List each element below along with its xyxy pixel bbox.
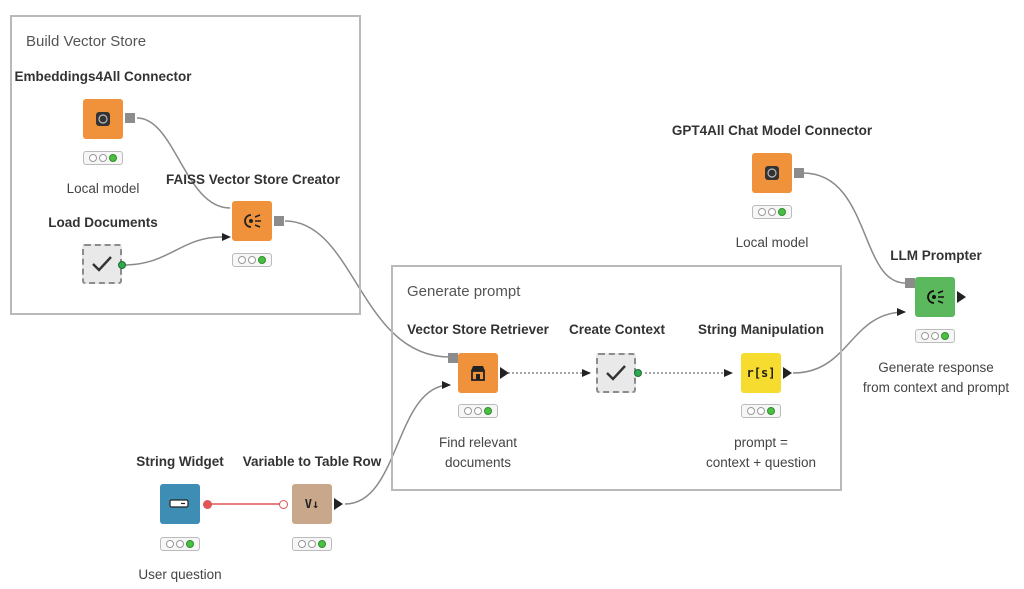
model-out-port[interactable] (125, 113, 135, 123)
node-title-create-context: Create Context (568, 322, 666, 337)
create-context-node[interactable] (596, 353, 636, 393)
embeddings-connector-node[interactable] (83, 99, 123, 139)
vector-store-out-port[interactable] (274, 216, 284, 226)
variable-to-row-icon: V↓ (304, 497, 320, 511)
variable-to-table-row-node[interactable]: V↓ (292, 484, 332, 524)
node-label-string-manip-2: context + question (706, 455, 816, 470)
node-title-string-widget: String Widget (136, 454, 224, 469)
node-title-var-to-row: Variable to Table Row (242, 454, 382, 469)
node-status (232, 253, 272, 267)
llm-prompter-node[interactable] (915, 277, 955, 317)
node-title-load-documents: Load Documents (48, 215, 158, 230)
flow-variable-in-port[interactable] (279, 500, 288, 509)
node-label-llm-prompter-1: Generate response (878, 360, 994, 375)
node-title-embeddings: Embeddings4All Connector (14, 69, 192, 84)
node-title-gpt4all: GPT4All Chat Model Connector (671, 123, 873, 138)
gpt4all-chat-model-node[interactable] (752, 153, 792, 193)
data-out-port[interactable] (334, 498, 343, 510)
node-status (83, 151, 123, 165)
model-in-port[interactable] (905, 278, 915, 288)
data-out-port[interactable] (634, 369, 642, 377)
data-out-port[interactable] (957, 291, 966, 303)
data-out-port[interactable] (500, 367, 509, 379)
model-out-port[interactable] (794, 168, 804, 178)
embeddings-connector-icon (96, 112, 110, 126)
data-out-port[interactable] (783, 367, 792, 379)
node-label-string-manip-1: prompt = (734, 435, 788, 450)
node-label-retriever-1: Find relevant (438, 435, 518, 450)
string-manipulation-icon: r[s] (746, 366, 776, 380)
annotation-title: Build Vector Store (26, 33, 147, 50)
load-documents-node[interactable] (82, 244, 122, 284)
checkmark-icon (606, 365, 626, 381)
node-status (752, 205, 792, 219)
data-out-port[interactable] (118, 261, 126, 269)
node-label-embeddings: Local model (66, 181, 140, 196)
node-status (741, 404, 781, 418)
node-label-string-widget: User question (138, 567, 222, 582)
node-label-retriever-2: documents (444, 455, 512, 470)
faiss-vector-store-creator-node[interactable] (232, 201, 272, 241)
vector-store-in-port[interactable] (448, 353, 458, 363)
checkmark-icon (92, 256, 112, 272)
node-status (458, 404, 498, 418)
node-title-retriever: Vector Store Retriever (407, 322, 549, 337)
retriever-icon (471, 366, 485, 381)
node-title-faiss: FAISS Vector Store Creator (165, 172, 341, 187)
node-label-gpt4all: Local model (735, 235, 809, 250)
node-title-llm-prompter: LLM Prompter (890, 248, 982, 263)
llm-prompter-icon (927, 290, 944, 304)
node-title-string-manipulation: String Manipulation (698, 322, 824, 337)
annotation-generate-prompt[interactable]: Generate prompt (391, 265, 842, 491)
node-label-llm-prompter-2: from context and prompt (862, 380, 1010, 395)
node-status (292, 537, 332, 551)
text-input-icon (169, 499, 189, 508)
chat-model-connector-icon (765, 166, 779, 180)
vector-store-creator-icon (244, 214, 261, 228)
flow-variable-out-port[interactable] (203, 500, 212, 509)
node-status (160, 537, 200, 551)
node-status (915, 329, 955, 343)
string-widget-node[interactable] (160, 484, 200, 524)
annotation-title: Generate prompt (407, 283, 521, 300)
annotation-build-vector-store[interactable]: Build Vector Store (10, 15, 361, 315)
string-manipulation-node[interactable]: r[s] (741, 353, 781, 393)
vector-store-retriever-node[interactable] (458, 353, 498, 393)
